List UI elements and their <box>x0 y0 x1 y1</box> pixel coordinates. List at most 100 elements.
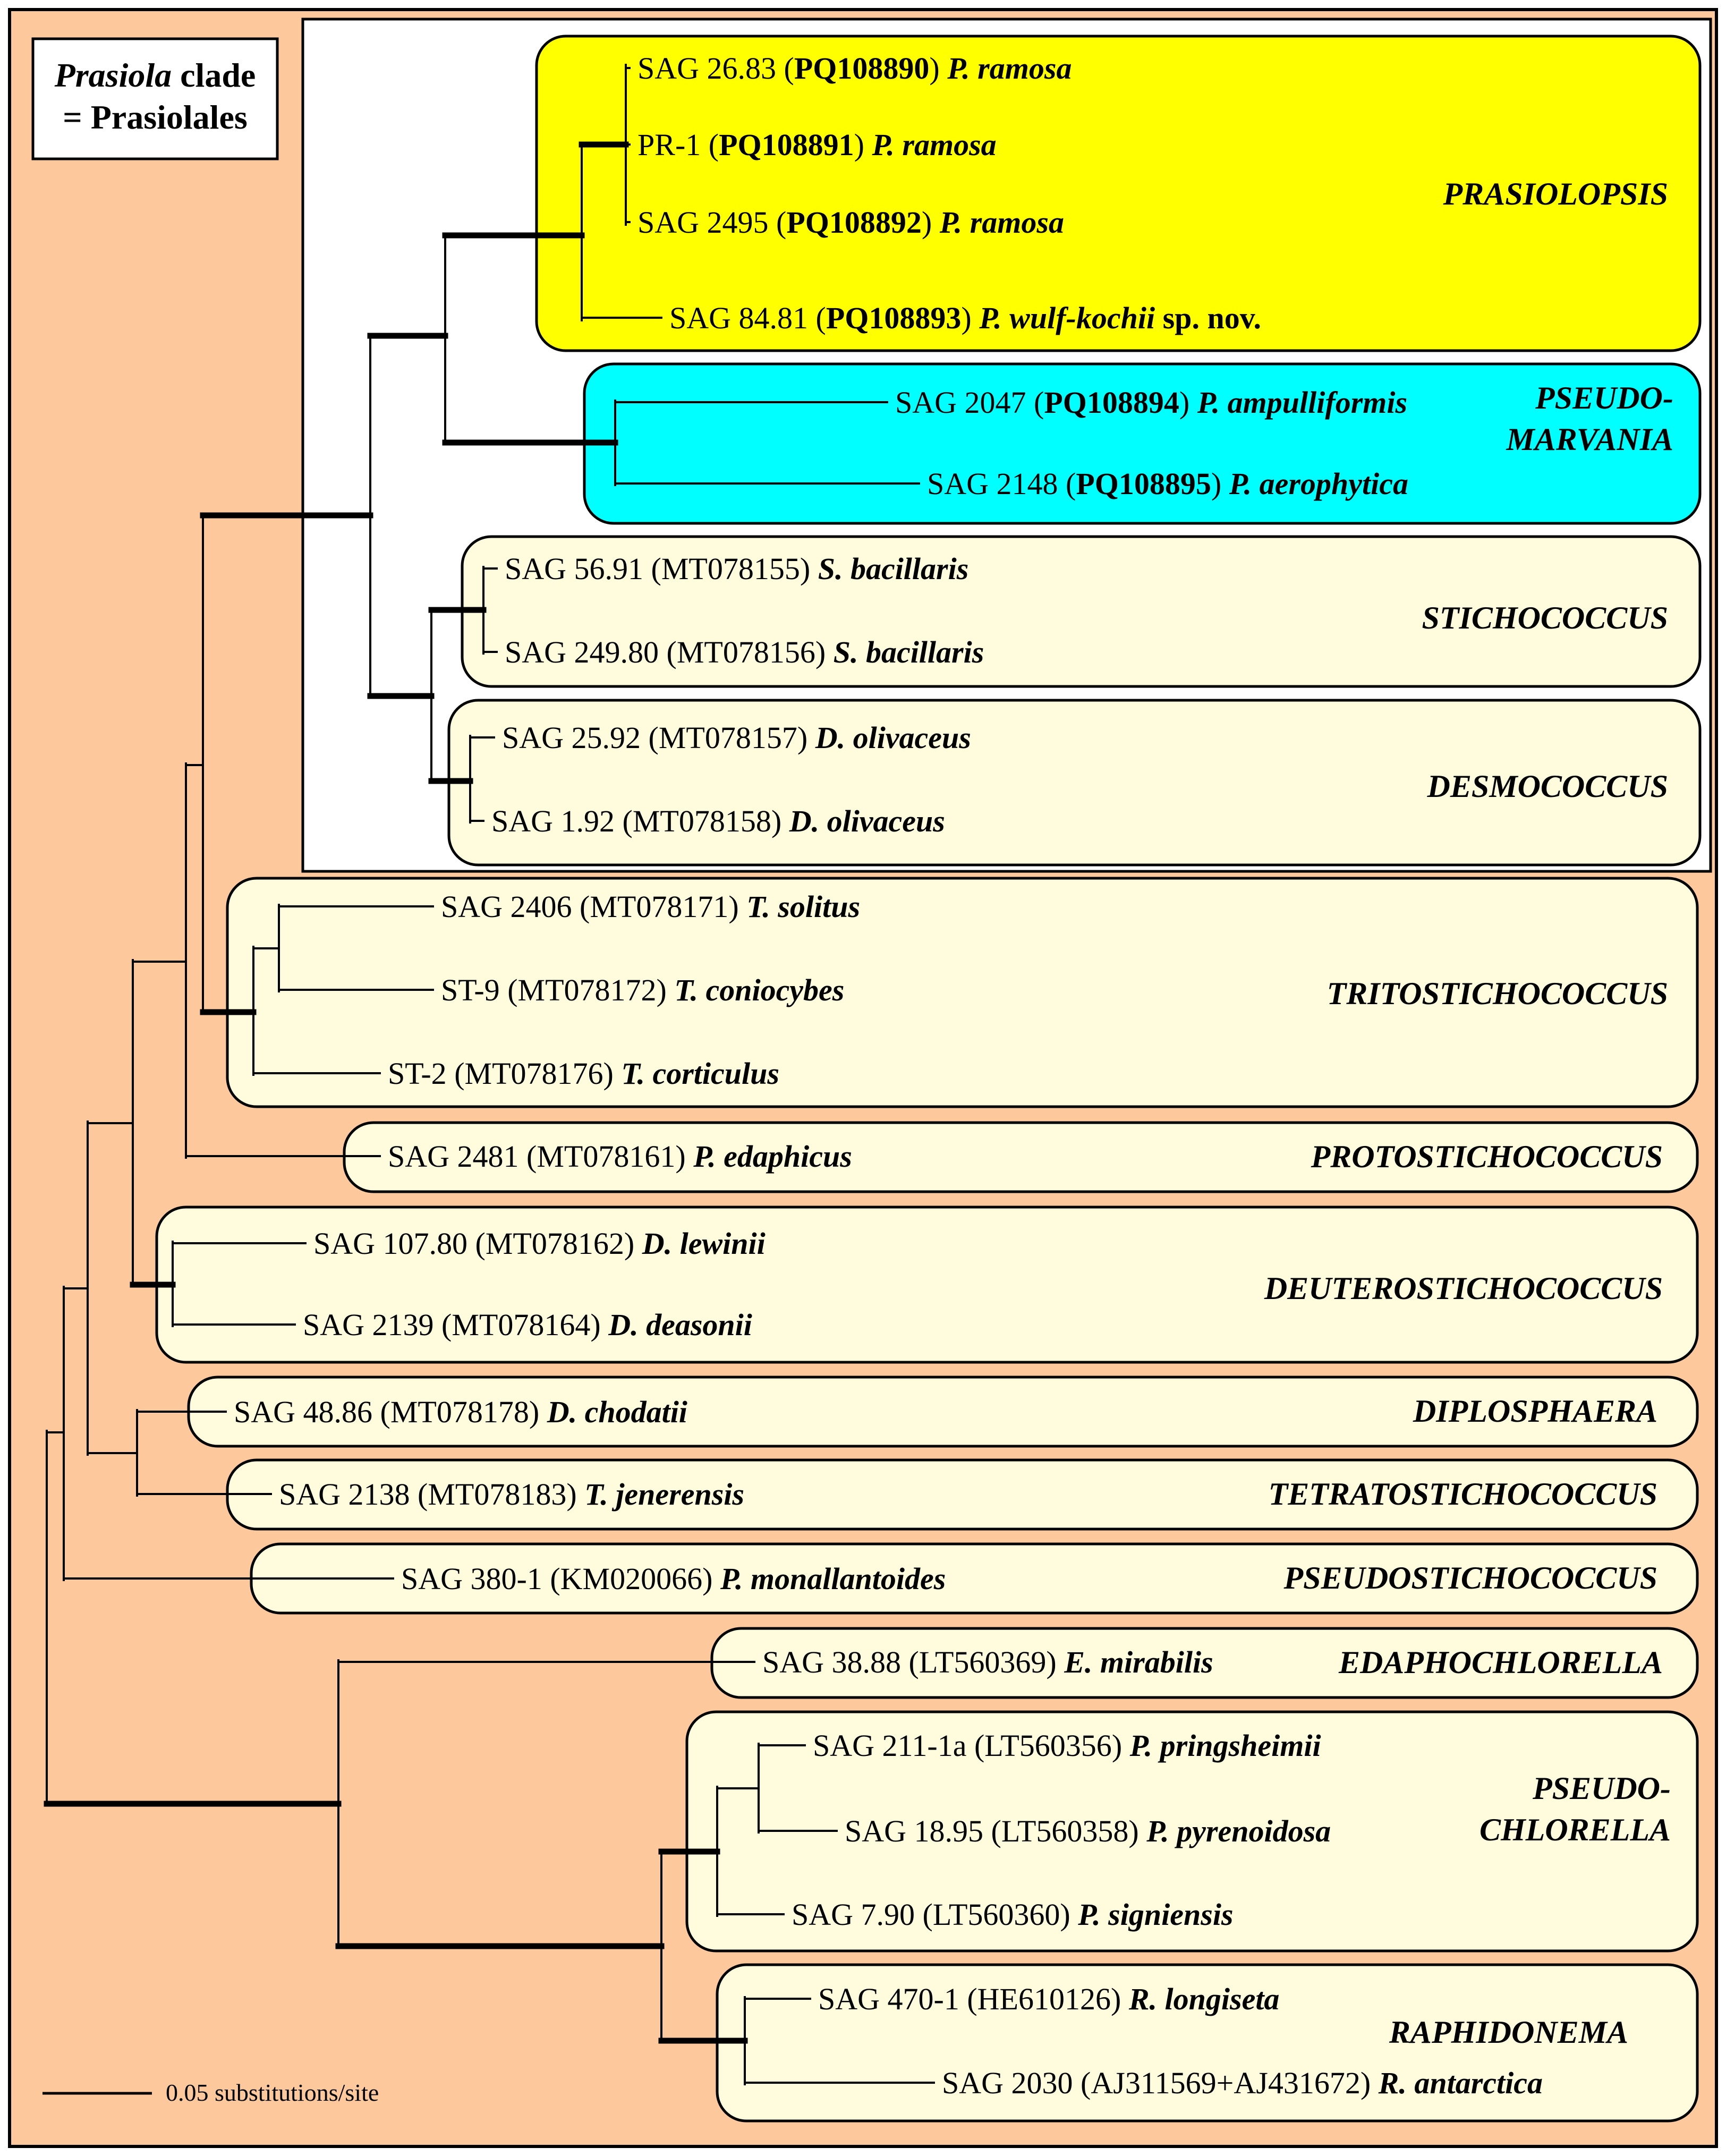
strain-id: SAG 249.80 <box>505 635 659 669</box>
taxon-label-t22: SAG 18.95 (LT560358) P. pyrenoidosa <box>845 1814 1331 1848</box>
accession-number: LT560360 <box>933 1897 1060 1932</box>
taxon-label-t20: SAG 38.88 (LT560369) E. mirabilis <box>762 1645 1213 1679</box>
paren-close: ) <box>1060 1897 1078 1932</box>
accession-number: LT560356 <box>984 1728 1112 1763</box>
taxon-label-t5: SAG 2047 (PQ108894) P. ampulliformis <box>895 385 1407 420</box>
accession-number: MT078162 <box>486 1226 624 1261</box>
paren-close: ) <box>1211 466 1229 501</box>
strain-id: SAG 2030 <box>942 2066 1073 2100</box>
accession-number: LT560358 <box>1001 1814 1129 1848</box>
paren-open: ( <box>500 973 518 1007</box>
taxon-label-t9: SAG 25.92 (MT078157) D. olivaceus <box>502 720 971 755</box>
species-name: S. bacillaris <box>834 635 984 669</box>
paren-close: ) <box>728 889 746 924</box>
taxon-label-t18: SAG 2138 (MT078183) T. jenerensis <box>279 1477 744 1512</box>
species-name: S. bacillaris <box>818 551 969 586</box>
strain-id: SAG 2047 <box>895 385 1026 420</box>
paren-close: ) <box>961 301 979 335</box>
paren-close: ) <box>922 205 940 240</box>
paren-close: ) <box>529 1395 547 1429</box>
species-name: P. ampulliformis <box>1197 385 1407 420</box>
species-name: D. lewinii <box>642 1226 766 1261</box>
taxon-label-t19: SAG 380-1 (KM020066) P. monallantoides <box>401 1561 946 1596</box>
paren-open: ( <box>1026 385 1044 420</box>
accession-number: MT078155 <box>661 551 800 586</box>
paren-close: ) <box>566 1477 584 1512</box>
strain-id: SAG 211-1a <box>813 1728 966 1763</box>
taxon-label-t7: SAG 56.91 (MT078155) S. bacillaris <box>505 551 968 586</box>
paren-open: ( <box>1058 466 1076 501</box>
paren-open: ( <box>434 1308 452 1342</box>
paren-open: ( <box>769 205 787 240</box>
strain-id: SAG 25.92 <box>502 720 641 755</box>
paren-close: ) <box>854 128 872 162</box>
accession-number: PQ108890 <box>794 51 930 86</box>
genus-label-raphidonema: RAPHIDONEMA <box>1389 2015 1628 2050</box>
accession-number: MT078158 <box>633 804 771 838</box>
strain-id: SAG 1.92 <box>491 804 615 838</box>
accession-number: PQ108894 <box>1044 385 1179 420</box>
taxon-label-t17: SAG 48.86 (MT078178) D. chodatii <box>234 1395 687 1429</box>
taxon-label-t21: SAG 211-1a (LT560356) P. pringsheimii <box>813 1728 1321 1763</box>
species-name: P. signiensis <box>1077 1897 1233 1932</box>
accession-number: KM020066 <box>560 1561 702 1596</box>
paren-close: ) <box>1112 1728 1130 1763</box>
strain-id: SAG 470-1 <box>818 1982 959 2016</box>
species-name: T. solitus <box>746 889 860 924</box>
species-name: E. mirabilis <box>1064 1645 1213 1679</box>
strain-id: SAG 2406 <box>441 889 572 924</box>
paren-close: ) <box>929 51 947 86</box>
taxon-label-t11: SAG 2406 (MT078171) T. solitus <box>441 889 860 924</box>
paren-open: ( <box>615 804 633 838</box>
paren-close: ) <box>1179 385 1197 420</box>
strain-id: SAG 2139 <box>303 1308 434 1342</box>
paren-close: ) <box>702 1561 720 1596</box>
accession-number: PQ108892 <box>786 205 922 240</box>
taxon-label-t24: SAG 470-1 (HE610126) R. longiseta <box>818 1982 1279 2016</box>
paren-open: ( <box>915 1897 933 1932</box>
species-name: R. longiseta <box>1128 1982 1280 2016</box>
genus-label-pseudomarvania: PSEUDO- <box>1535 380 1673 415</box>
paren-close: ) <box>800 551 818 586</box>
strain-id: SAG 84.81 <box>669 301 808 335</box>
accession-number: PQ108891 <box>719 128 854 162</box>
genus-label-desmococcus: DESMOCOCCUS <box>1427 769 1669 804</box>
taxon-label-t8: SAG 249.80 (MT078156) S. bacillaris <box>505 635 984 669</box>
species-name: T. corticulus <box>621 1056 779 1091</box>
species-suffix: sp. nov. <box>1155 301 1261 335</box>
paren-open: ( <box>901 1645 919 1679</box>
genus-label-deuterostichococcus: DEUTEROSTICHOCOCCUS <box>1264 1271 1663 1306</box>
paren-open: ( <box>659 635 677 669</box>
species-name: P. edaphicus <box>693 1139 852 1174</box>
taxon-label-t13: ST-2 (MT078176) T. corticulus <box>388 1056 779 1091</box>
strain-id: SAG 2481 <box>388 1139 519 1174</box>
strain-id: PR-1 <box>637 128 701 162</box>
accession-number: MT078178 <box>390 1395 529 1429</box>
taxon-label-t10: SAG 1.92 (MT078158) D. olivaceus <box>491 804 945 838</box>
accession-number: AJ311569+AJ431672 <box>1091 2066 1360 2100</box>
genus-labels: PRASIOLOPSISPSEUDO-MARVANIASTICHOCOCCUSD… <box>1264 176 1673 2050</box>
strain-id: SAG 2148 <box>927 466 1058 501</box>
strain-id: SAG 38.88 <box>762 1645 901 1679</box>
accession-number: LT560369 <box>919 1645 1047 1679</box>
accession-number: MT078164 <box>452 1308 590 1342</box>
paren-close: ) <box>771 804 789 838</box>
genus-box-prasiolopsis <box>535 35 1702 352</box>
legend-line1-rest: clade <box>172 56 256 94</box>
paren-open: ( <box>519 1139 537 1174</box>
paren-open: ( <box>467 1226 486 1261</box>
legend-line1-italic: Prasiola <box>54 56 172 94</box>
accession-number: MT078172 <box>518 973 657 1007</box>
species-name: T. jenerensis <box>584 1477 744 1512</box>
genus-label-pseudostichococcus: PSEUDOSTICHOCOCCUS <box>1283 1560 1657 1595</box>
genus-label-prasiolopsis: PRASIOLOPSIS <box>1443 176 1668 211</box>
paren-open: ( <box>966 1728 984 1763</box>
species-name: D. chodatii <box>547 1395 687 1429</box>
paren-open: ( <box>410 1477 428 1512</box>
strain-id: SAG 18.95 <box>845 1814 983 1848</box>
strain-id: SAG 26.83 <box>637 51 776 86</box>
paren-open: ( <box>701 128 719 162</box>
genus-box-pseudochlorella <box>685 1710 1699 1953</box>
paren-open: ( <box>959 1982 977 2016</box>
species-name: P. ramosa <box>871 128 996 162</box>
